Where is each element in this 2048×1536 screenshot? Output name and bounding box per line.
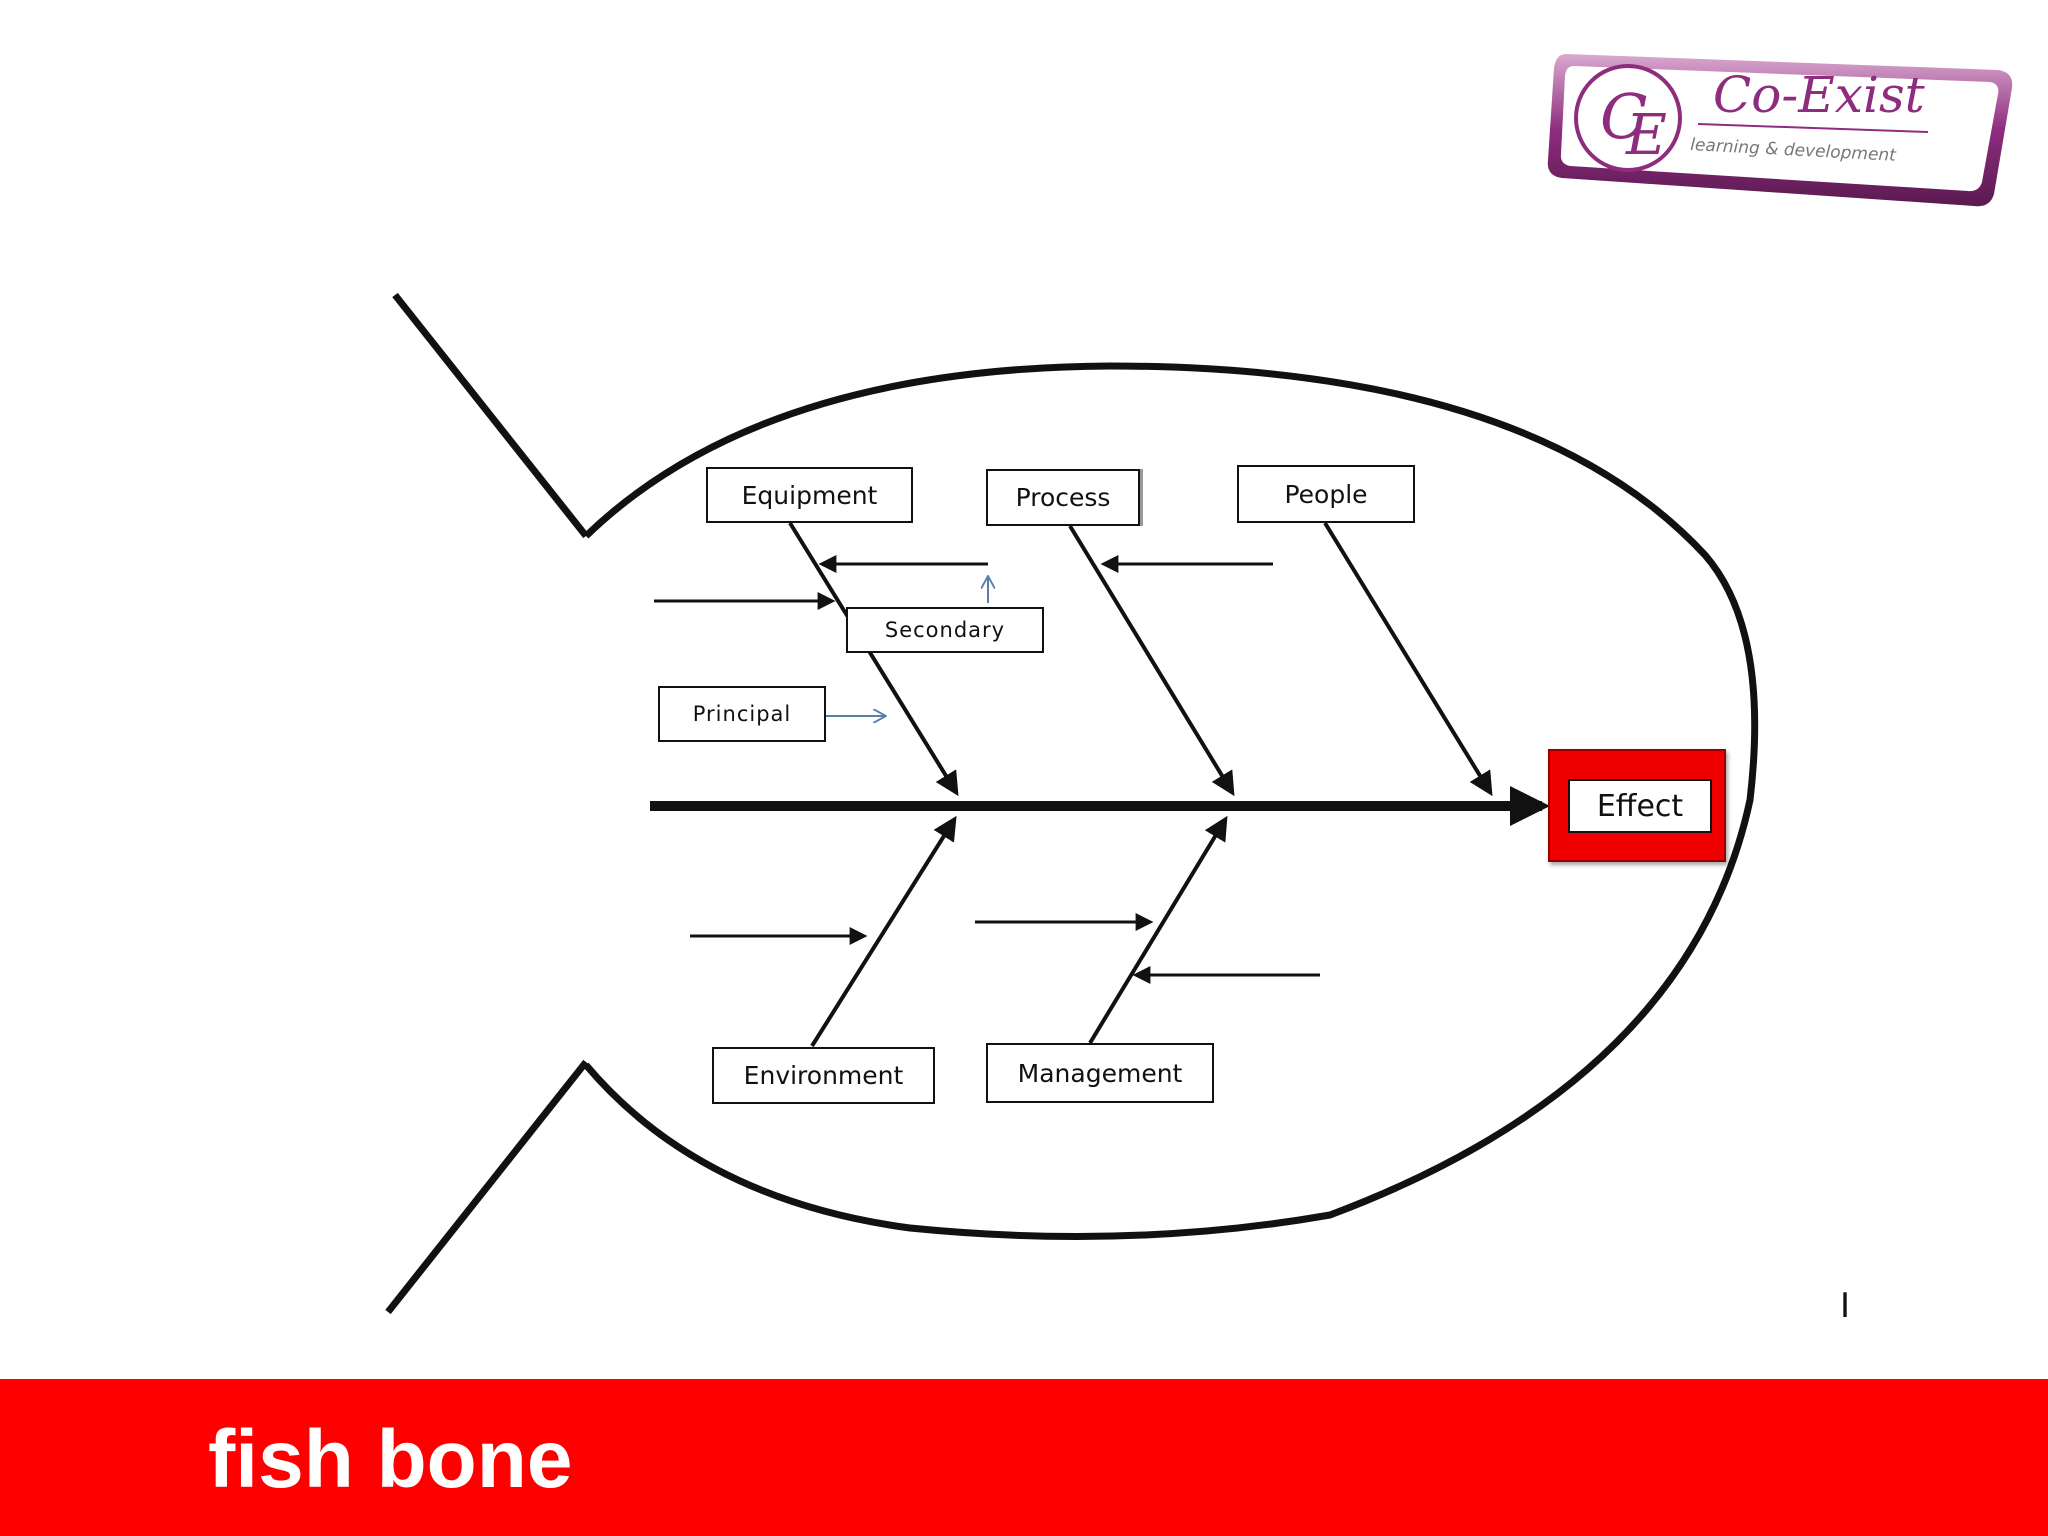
cause-box-people: People <box>1237 465 1415 523</box>
effect-box: Effect <box>1568 779 1712 833</box>
fish-body-outline <box>583 362 1759 1240</box>
cause-box-equipment: Equipment <box>706 467 913 523</box>
footer-banner: fish bone <box>0 1379 2048 1536</box>
fish-tail-bottom <box>385 1059 589 1315</box>
slide-title: fish bone <box>208 1414 573 1505</box>
bone-people <box>1323 521 1493 797</box>
bone-equipment <box>788 521 959 797</box>
co-exist-logo: C E Co-Exist learning & development <box>1547 54 2013 207</box>
logo-monogram-glyph: E <box>1625 103 1667 168</box>
logo-brand: Co-Exist <box>1713 66 1926 124</box>
cause-box-environment: Environment <box>712 1047 935 1104</box>
bone-management <box>1088 815 1228 1045</box>
logo-monogram-ring <box>1574 64 1682 172</box>
effect-head: Effect <box>1548 749 1726 862</box>
fish-tail-top <box>392 292 589 539</box>
cause-box-process: Process <box>986 469 1140 526</box>
fishbone-diagram <box>385 292 1759 1315</box>
logo-rule <box>1697 123 1929 133</box>
logo-plate <box>1560 66 1999 192</box>
bone-environment <box>810 815 957 1048</box>
logo-monogram-glyph: C <box>1600 80 1647 153</box>
legend-principal-box: Principal <box>658 686 826 742</box>
bone-process <box>1068 524 1235 797</box>
legend-secondary-box: Secondary <box>846 607 1044 653</box>
page-number: I <box>1840 1286 1851 1326</box>
cause-box-management: Management <box>986 1043 1214 1103</box>
